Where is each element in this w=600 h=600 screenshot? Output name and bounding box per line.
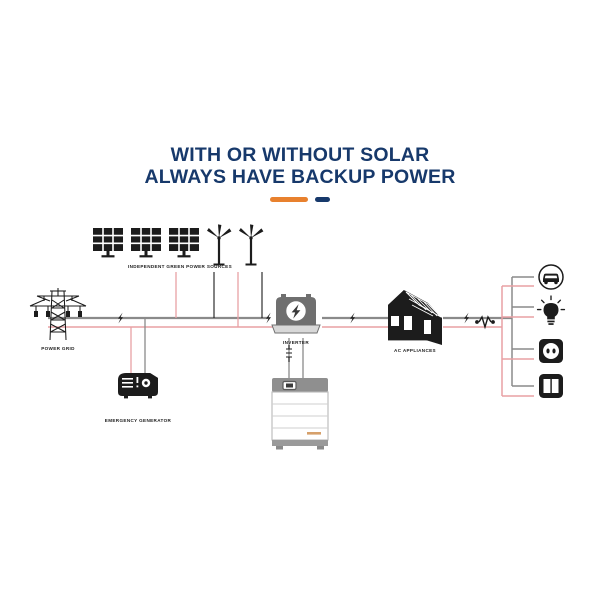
label-emergency-generator: EMERGENCY GENERATOR xyxy=(104,418,172,423)
lightning-bolt-icon-house-out xyxy=(464,312,469,324)
ev-charger-icon xyxy=(538,264,564,290)
orange-rule-icon xyxy=(270,197,308,202)
lightning-bolt-icon-inverter xyxy=(266,312,271,324)
ac-waveform-icon xyxy=(475,315,495,330)
light-bulb-icon xyxy=(536,295,566,325)
title-rule-row xyxy=(0,197,600,202)
title-line-1: WITH OR WITHOUT SOLAR xyxy=(170,144,430,166)
power-outlet-icon xyxy=(539,339,563,363)
solar-panel-icon-3 xyxy=(168,227,200,259)
wind-turbine-icon-2 xyxy=(239,224,264,266)
battery-coil-symbol xyxy=(286,345,292,362)
label-inverter: INVERTER xyxy=(282,340,310,345)
solar-panel-icon-2 xyxy=(130,227,162,259)
bus-lines xyxy=(48,272,534,397)
lightning-bolt-icon-grid xyxy=(118,312,123,324)
label-ac-appliances: AC APPLIANCES xyxy=(394,348,436,353)
power-grid-tower-icon xyxy=(29,288,87,341)
emergency-generator-icon xyxy=(118,373,158,399)
solar-panel-icon-1 xyxy=(92,227,124,259)
inverter-icon xyxy=(271,294,321,334)
house-with-solar-roof-icon xyxy=(388,290,442,345)
label-green-sources: INDEPENDENT GREEN POWER SOURCES xyxy=(127,264,233,269)
title-line-2: ALWAYS HAVE BACKUP POWER xyxy=(144,166,456,188)
lightning-bolt-icon-house-in xyxy=(350,312,355,324)
navy-rule-icon xyxy=(315,197,330,202)
wind-turbine-group-icon xyxy=(207,224,264,266)
battery-cabinet-icon xyxy=(271,378,329,450)
light-switch-icon xyxy=(539,374,563,398)
wind-turbine-icon-1 xyxy=(207,224,232,266)
solar-panel-group-icon xyxy=(92,227,200,259)
label-power-grid: POWER GRID xyxy=(41,346,75,351)
title-block: WITH OR WITHOUT SOLAR ALWAYS HAVE BACKUP… xyxy=(0,144,600,202)
